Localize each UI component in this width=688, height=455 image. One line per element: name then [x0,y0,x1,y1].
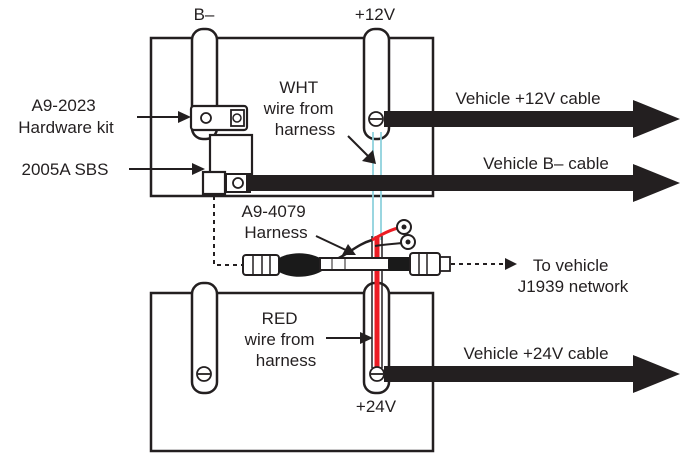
sbs-label: 2005A SBS [22,160,109,179]
hardware-kit-leader-arrow [137,111,191,123]
wht-wire-leader-arrow [347,135,376,164]
sbs-module [201,133,254,196]
hardware-kit-label: A9-2023 Hardware kit [18,96,114,137]
harness-label: A9-4079 Harness [241,202,310,242]
harness-leader-arrow [315,235,356,255]
plus-12v-label: +12V [355,5,396,24]
cable-plus-24v-arrow [384,355,680,393]
hardware-kit-clamp [189,104,249,132]
cable-plus-12v-label: Vehicle +12V cable [455,89,600,108]
cable-b-minus-label: Vehicle B– cable [483,154,609,173]
sbs-leader-arrow [129,163,205,175]
harness-assembly [242,219,451,277]
cable-plus-24v-label: Vehicle +24V cable [463,344,608,363]
j1939-label: To vehicle J1939 network [518,256,629,296]
cable-b-minus-arrow [246,164,680,202]
plus-24v-label: +24V [356,397,397,416]
plus-12v-terminal-post [362,27,391,141]
sbs-harness-dashed-link [213,196,242,266]
red-wire-leader-arrow [326,332,373,344]
wht-wire-label: WHT wire from harness [263,78,339,139]
cable-plus-12v-arrow [384,100,680,138]
lower-left-terminal-post [190,281,219,395]
j1939-dashed-arrow [451,258,517,270]
red-wire-label: RED wire from harness [244,309,320,370]
b-minus-label: B– [194,5,215,24]
